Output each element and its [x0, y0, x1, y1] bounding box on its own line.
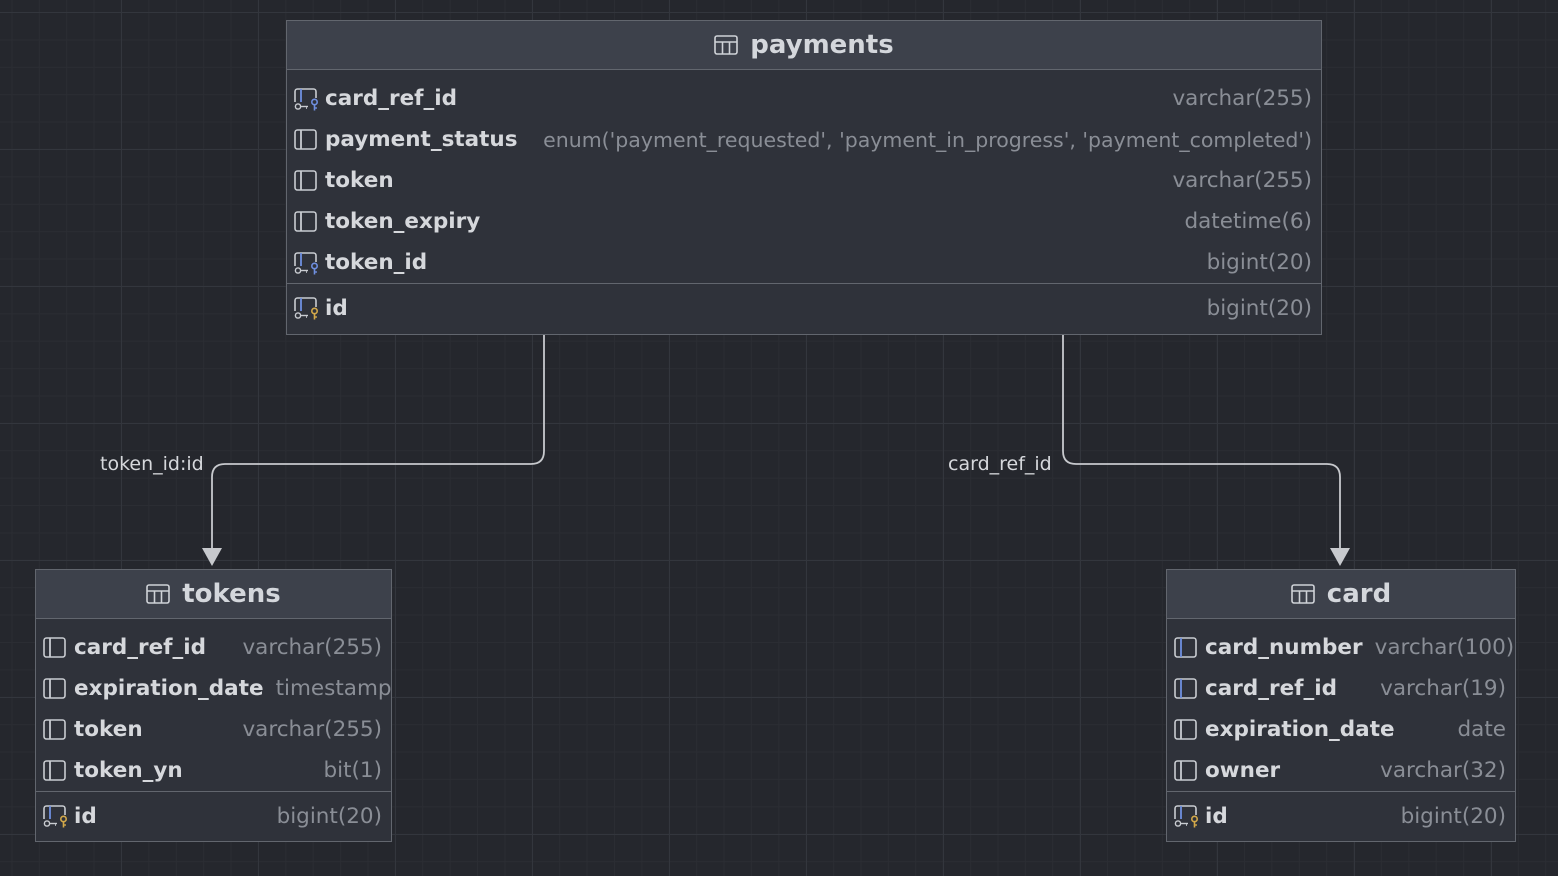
column-row[interactable]: owner varchar(32) [1167, 750, 1515, 791]
column-row[interactable]: token_yn bit(1) [36, 750, 391, 791]
column-row[interactable]: expiration_date timestamp [36, 668, 392, 709]
arrowhead-tokens [202, 548, 222, 566]
table-header[interactable]: card [1167, 570, 1515, 619]
column-type: varchar(255) [242, 635, 382, 660]
column-row[interactable]: payment_status enum('payment_requested', … [287, 119, 1321, 160]
column-icon [43, 718, 66, 740]
primary-key-icon [1173, 805, 1201, 828]
column-row[interactable]: card_ref_id varchar(255) [287, 78, 1321, 119]
foreign-key-column-icon [293, 251, 321, 275]
primary-key-row[interactable]: id bigint(20) [1167, 791, 1515, 840]
column-type: date [1457, 717, 1506, 742]
table-header[interactable]: tokens [36, 570, 391, 619]
column-type: varchar(32) [1380, 758, 1506, 783]
column-type: varchar(255) [1172, 86, 1312, 111]
column-icon [43, 677, 66, 699]
column-icon [43, 759, 66, 781]
column-name: card_ref_id [1205, 676, 1338, 701]
table-name: card [1326, 579, 1392, 609]
column-name: token_expiry [325, 209, 481, 234]
column-icon [294, 169, 317, 191]
column-name: owner [1205, 758, 1281, 783]
table-icon [714, 35, 739, 55]
arrowhead-card [1330, 548, 1350, 566]
column-name: id [1205, 803, 1228, 829]
primary-key-row[interactable]: id bigint(20) [36, 791, 391, 840]
column-row[interactable]: token varchar(255) [287, 160, 1321, 201]
column-icon [1174, 759, 1197, 781]
column-icon [294, 128, 317, 150]
column-name: expiration_date [74, 676, 264, 701]
column-name: id [74, 803, 97, 829]
table-icon [1290, 584, 1315, 604]
column-row[interactable]: card_number varchar(100) [1167, 627, 1515, 668]
column-name: expiration_date [1205, 717, 1395, 742]
column-row[interactable]: card_ref_id varchar(255) [36, 627, 391, 668]
column-type: varchar(19) [1380, 676, 1506, 701]
table-header[interactable]: payments [287, 21, 1321, 70]
table-payments[interactable]: payments card_ref_id varchar(255) payment_s… [286, 20, 1322, 335]
table-name: payments [750, 30, 894, 60]
column-name: card_number [1205, 635, 1363, 660]
edge-payments-to-tokens[interactable] [211, 334, 545, 551]
column-row[interactable]: expiration_date date [1167, 709, 1515, 750]
table-tokens[interactable]: tokens card_ref_id varchar(255) expiration_… [35, 569, 392, 842]
column-name: card_ref_id [325, 86, 458, 111]
column-row[interactable]: card_ref_id varchar(19) [1167, 668, 1515, 709]
column-name: token_yn [74, 758, 183, 783]
column-type: datetime(6) [1184, 209, 1312, 234]
column-type: varchar(255) [242, 717, 382, 742]
column-type: bigint(20) [276, 803, 382, 829]
column-row[interactable]: token_id bigint(20) [287, 242, 1321, 283]
column-icon [294, 210, 317, 232]
column-row[interactable]: token_expiry datetime(6) [287, 201, 1321, 242]
column-icon [1174, 718, 1197, 740]
column-name: token [74, 717, 143, 742]
column-name: payment_status [325, 127, 518, 152]
column-name: token_id [325, 250, 428, 275]
column-type: varchar(100) [1374, 635, 1515, 660]
edge-payments-to-card[interactable] [1062, 334, 1341, 551]
table-name: tokens [182, 579, 281, 609]
column-type: enum('payment_requested', 'payment_in_pr… [543, 127, 1312, 152]
column-type: timestamp [275, 676, 392, 701]
column-type: bigint(20) [1400, 803, 1506, 829]
column-name: token [325, 168, 394, 193]
column-row[interactable]: token varchar(255) [36, 709, 391, 750]
primary-key-icon [293, 297, 321, 320]
primary-key-row[interactable]: id bigint(20) [287, 283, 1321, 332]
column-type: bigint(20) [1206, 250, 1312, 275]
indexed-column-icon [1174, 677, 1197, 699]
column-type: bit(1) [323, 758, 382, 783]
indexed-column-icon [1174, 636, 1197, 658]
column-icon [43, 636, 66, 658]
primary-key-icon [42, 805, 70, 828]
column-type: bigint(20) [1206, 295, 1312, 321]
edge-label-card-ref-id: card_ref_id [948, 453, 1052, 475]
table-icon [146, 584, 171, 604]
column-name: id [325, 295, 348, 321]
edge-label-token-id: token_id:id [100, 453, 204, 475]
column-name: card_ref_id [74, 635, 207, 660]
column-type: varchar(255) [1172, 168, 1312, 193]
foreign-key-column-icon [293, 87, 321, 111]
